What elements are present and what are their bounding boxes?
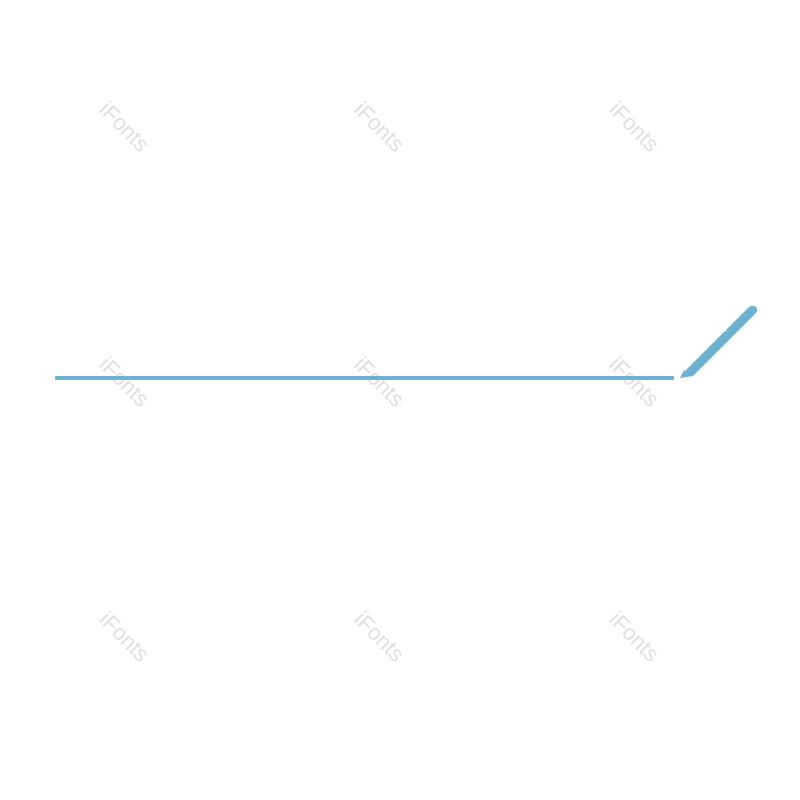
watermark-text: iFonts	[349, 606, 410, 667]
watermark-text: iFonts	[94, 606, 155, 667]
watermark-text: iFonts	[349, 96, 410, 157]
watermark-text: iFonts	[604, 606, 665, 667]
drawn-line	[55, 376, 674, 380]
watermark-text: iFonts	[604, 96, 665, 157]
watermark-text: iFonts	[604, 351, 665, 412]
watermark-text: iFonts	[349, 351, 410, 412]
watermark-text: iFonts	[94, 96, 155, 157]
pen-icon	[680, 305, 758, 378]
watermark-text: iFonts	[94, 351, 155, 412]
